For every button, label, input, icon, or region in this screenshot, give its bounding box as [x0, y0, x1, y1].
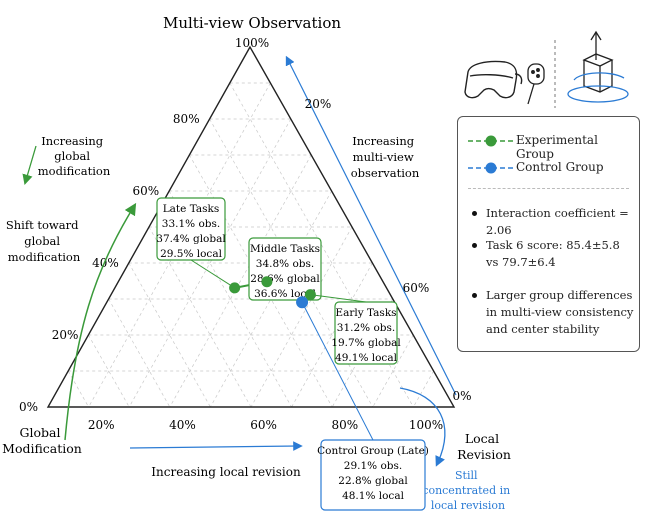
- data-points: [229, 276, 316, 309]
- bottom-tick-label: 40%: [169, 418, 196, 432]
- point-callouts: Late Tasks 33.1% obs. 37.4% global 29.5% lo…: [156, 197, 429, 511]
- shift-global-arrow: [64, 202, 137, 441]
- note-interaction: Interaction coefficient = 2.06: [472, 205, 634, 239]
- cube-rotation-icon: [567, 30, 629, 103]
- right-tick-label: 0%: [452, 389, 471, 403]
- callout-line: Middle Tasks: [250, 243, 320, 255]
- experimental-point-2: [304, 289, 316, 301]
- grid-line-2-7: [169, 154, 312, 408]
- controller-icon: [527, 63, 545, 105]
- bottom-tick-label: 80%: [331, 418, 358, 432]
- callout-line: 37.4% global: [156, 233, 226, 245]
- legend-box: Experimental Group Control Group Interac…: [457, 116, 640, 352]
- grid-line-1-5: [148, 226, 252, 408]
- shift-global-annotation: Shift toward global modification: [6, 218, 82, 264]
- bottom-tick-label: 60%: [250, 418, 277, 432]
- left-tick-label: 0%: [19, 400, 38, 414]
- note-task6: Task 6 score: 85.4±5.8 vs 79.7±6.4: [472, 237, 634, 271]
- callout-line: Early Tasks: [335, 307, 396, 319]
- grid-line-2-9: [88, 82, 271, 408]
- increasing-local-arrow: [129, 441, 303, 451]
- experimental-legend-label: Experimental Group: [516, 133, 598, 161]
- callout-leader: [190, 259, 235, 289]
- callout-leader: [301, 302, 374, 441]
- left-tick-label: 20%: [52, 328, 79, 342]
- increasing-global-annotation: Increasing global modification: [38, 134, 111, 178]
- callout-line: Late Tasks: [163, 203, 220, 215]
- grid-line-2-2: [372, 334, 414, 408]
- multiview-arrow: [285, 55, 457, 396]
- callout-leader: [310, 294, 367, 303]
- grid-line-1-3: [108, 298, 171, 408]
- callout-line: 19.7% global: [331, 337, 401, 349]
- experimental-point-0: [229, 282, 241, 294]
- grid-line-2-1: [413, 370, 434, 408]
- right-tick-label: 60%: [403, 281, 430, 295]
- top-vertex-label: 100%: [235, 36, 269, 50]
- callout-line: 49.1% local: [335, 352, 398, 364]
- experimental-point-1: [261, 276, 273, 288]
- callout-line: 33.1% obs.: [162, 218, 220, 230]
- global-axis-label: Global Modification: [2, 425, 82, 456]
- triangle-frame: [46, 45, 456, 408]
- right-axis-ticks: 0% 20% 60%: [305, 97, 472, 403]
- vr-headset-icon: [464, 60, 523, 99]
- callout-line: 22.8% global: [338, 475, 408, 487]
- callout-line: 29.5% local: [160, 248, 223, 260]
- grid-line-1-9: [229, 82, 414, 408]
- grid-line-2-8: [128, 118, 292, 408]
- callout-box: [320, 439, 426, 511]
- callout-line: Control Group (Late): [317, 445, 429, 457]
- experimental-legend-marker: [468, 135, 514, 147]
- note-differences: Larger group differences in multi-view c…: [472, 287, 634, 338]
- grid-line-1-1: [67, 370, 89, 408]
- callout-line: 48.1% local: [342, 490, 405, 502]
- bottom-tick-label: 20%: [88, 418, 115, 432]
- left-tick-label: 80%: [173, 112, 200, 126]
- control-legend-label: Control Group: [516, 160, 604, 174]
- left-axis-ticks: 0% 20% 40% 60% 80%: [19, 112, 200, 414]
- increasing-global-arrow: [22, 145, 37, 185]
- left-tick-label: 40%: [92, 256, 119, 270]
- increasing-multiview-annotation: Increasing multi-view observation: [351, 134, 420, 180]
- right-tick-label: 20%: [305, 97, 332, 111]
- control-point-0: [296, 296, 309, 309]
- callout-box: [156, 197, 226, 261]
- grid-line-2-5: [250, 226, 353, 408]
- grid-line-1-8: [209, 118, 374, 408]
- control-legend-marker: [468, 162, 514, 174]
- chart-title: Multi-view Observation: [163, 14, 341, 32]
- left-tick-label: 60%: [133, 184, 160, 198]
- callout-line: 34.8% obs.: [256, 258, 314, 270]
- grid-line-1-6: [168, 190, 292, 408]
- legend-separator: [468, 188, 629, 189]
- increasing-local-annotation: Increasing local revision: [151, 465, 301, 479]
- callout-line: 29.1% obs.: [344, 460, 402, 472]
- grid-line-1-2: [88, 334, 130, 408]
- bottom-tick-label: 100%: [409, 418, 443, 432]
- callout-line: 31.2% obs.: [337, 322, 395, 334]
- still-local-arrow: [399, 387, 446, 467]
- callout-box: [334, 301, 398, 365]
- bottom-axis-ticks: 20% 40% 60% 80% 100%: [88, 418, 443, 432]
- still-local-annotation: Still concentrated in local revision: [422, 469, 513, 512]
- callout-line: 28.6% global: [250, 273, 320, 285]
- local-axis-label: Local Revision: [457, 431, 511, 462]
